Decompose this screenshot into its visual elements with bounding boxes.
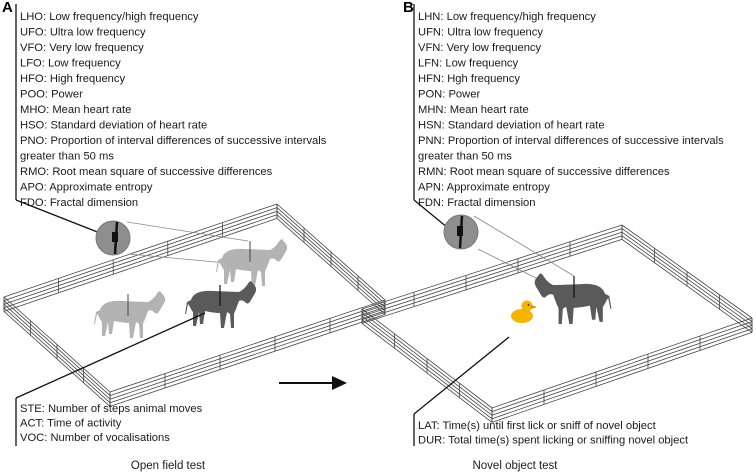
fence-rail	[3, 214, 278, 309]
hrv-measure-item: HFO: High frequency	[20, 73, 125, 85]
panel-a-behaviour-bracket	[15, 312, 206, 446]
panel-b-behaviour-measures-list: LAT: Time(s) until first lick or sniff o…	[418, 420, 689, 447]
hrv-measure-item: LHO: Low frequency/high frequency	[20, 11, 199, 23]
fence-rail	[361, 228, 623, 313]
hrv-measure-item: RMN: Root mean square of successive diff…	[418, 166, 670, 178]
behaviour-measure-item: LAT: Time(s) until first lick or sniff o…	[418, 420, 657, 432]
hrv-measure-item: MHO: Mean heart rate	[20, 104, 131, 116]
hrv-measure-item: APO: Approximate entropy	[20, 182, 153, 194]
right-arrow-icon	[279, 376, 347, 390]
fence-rail	[491, 328, 753, 420]
panel-b-zoom-callout	[443, 214, 575, 298]
hrv-measure-item: POO: Power	[20, 89, 83, 101]
panel-a-callout-bracket	[15, 4, 106, 236]
panel-a: A LHO: Low frequency/high frequencyUFO: …	[2, 0, 386, 472]
heart-rate-belt-icon	[112, 221, 119, 255]
fence-rail	[491, 332, 753, 423]
fence-rail	[109, 303, 386, 396]
cow-icon	[534, 273, 612, 325]
fence-rail	[3, 218, 278, 312]
fence-rail	[491, 324, 753, 416]
hrv-measure-item: PNO: Proportion of interval differences …	[20, 135, 327, 147]
fence-rail	[3, 210, 278, 305]
panel-b-callout-bracket	[413, 4, 449, 229]
fence-rail	[109, 299, 386, 393]
cow-icon	[216, 239, 288, 286]
cow-icon	[94, 291, 166, 338]
hrv-measure-item: FDO: Fractal dimension	[20, 197, 138, 209]
hrv-measure-item: HFN: Hgh frequency	[418, 73, 520, 85]
fence-rail	[361, 224, 623, 310]
panel-a-letter: A	[2, 0, 13, 16]
heart-rate-belt-icon	[457, 215, 464, 249]
hrv-measure-item: APN: Approximate entropy	[418, 182, 550, 194]
fence-rail	[361, 231, 623, 317]
hrv-measure-item: VFO: Very low frequency	[20, 42, 144, 54]
panel-b: B LHN: Low frequency/high frequencyUFN: …	[361, 0, 753, 472]
behaviour-measure-item: VOC: Number of vocalisations	[20, 432, 170, 444]
fence-rail	[361, 239, 623, 324]
hrv-measure-item: MHN: Mean heart rate	[418, 104, 529, 116]
hrv-measure-item: FDN: Fractal dimension	[418, 197, 536, 209]
fence-rail	[491, 317, 753, 409]
hrv-measure-item: HSO: Standard deviation of heart rate	[20, 120, 207, 132]
fence-rail	[361, 235, 623, 321]
panel-b-behaviour-bracket	[413, 336, 510, 446]
behaviour-measure-item: DUR: Total time(s) spent licking or snif…	[418, 435, 689, 447]
panel-b-letter: B	[403, 0, 414, 16]
hrv-measure-item: LHN: Low frequency/high frequency	[418, 11, 596, 23]
behaviour-measure-item: STE: Number of steps animal moves	[20, 403, 203, 415]
hrv-measure-item: LFN: Low frequency	[418, 58, 519, 70]
fence-rail	[109, 314, 386, 407]
hrv-measure-item: greater than 50 ms	[20, 151, 114, 163]
behaviour-measure-item: ACT: Time of activity	[20, 418, 122, 430]
hrv-measure-item: HSN: Standard deviation of heart rate	[418, 120, 605, 132]
hrv-measure-item: PON: Power	[418, 89, 480, 101]
fence-rail	[3, 203, 278, 298]
hrv-measure-item: RMO: Root mean square of successive diff…	[20, 166, 273, 178]
fence-rail	[109, 306, 386, 400]
rubber-duck-icon	[511, 300, 537, 323]
panel-b-caption: Novel object test	[472, 460, 558, 472]
panel-b-enclosure-fence	[361, 224, 753, 423]
hrv-measure-item: LFO: Low frequency	[20, 58, 121, 70]
hrv-measure-item: UFO: Ultra low frequency	[20, 27, 146, 39]
hrv-measure-item: greater than 50 ms	[418, 151, 512, 163]
fence-rail	[3, 207, 278, 301]
fence-rail	[491, 321, 753, 412]
hrv-measure-item: PNN: Proportion of interval differences …	[418, 135, 724, 147]
panel-a-caption: Open field test	[131, 460, 206, 472]
hrv-measure-item: VFN: Very low frequency	[418, 42, 542, 54]
hrv-measure-item: UFN: Ultra low frequency	[418, 27, 543, 39]
fence-rail	[109, 310, 386, 404]
